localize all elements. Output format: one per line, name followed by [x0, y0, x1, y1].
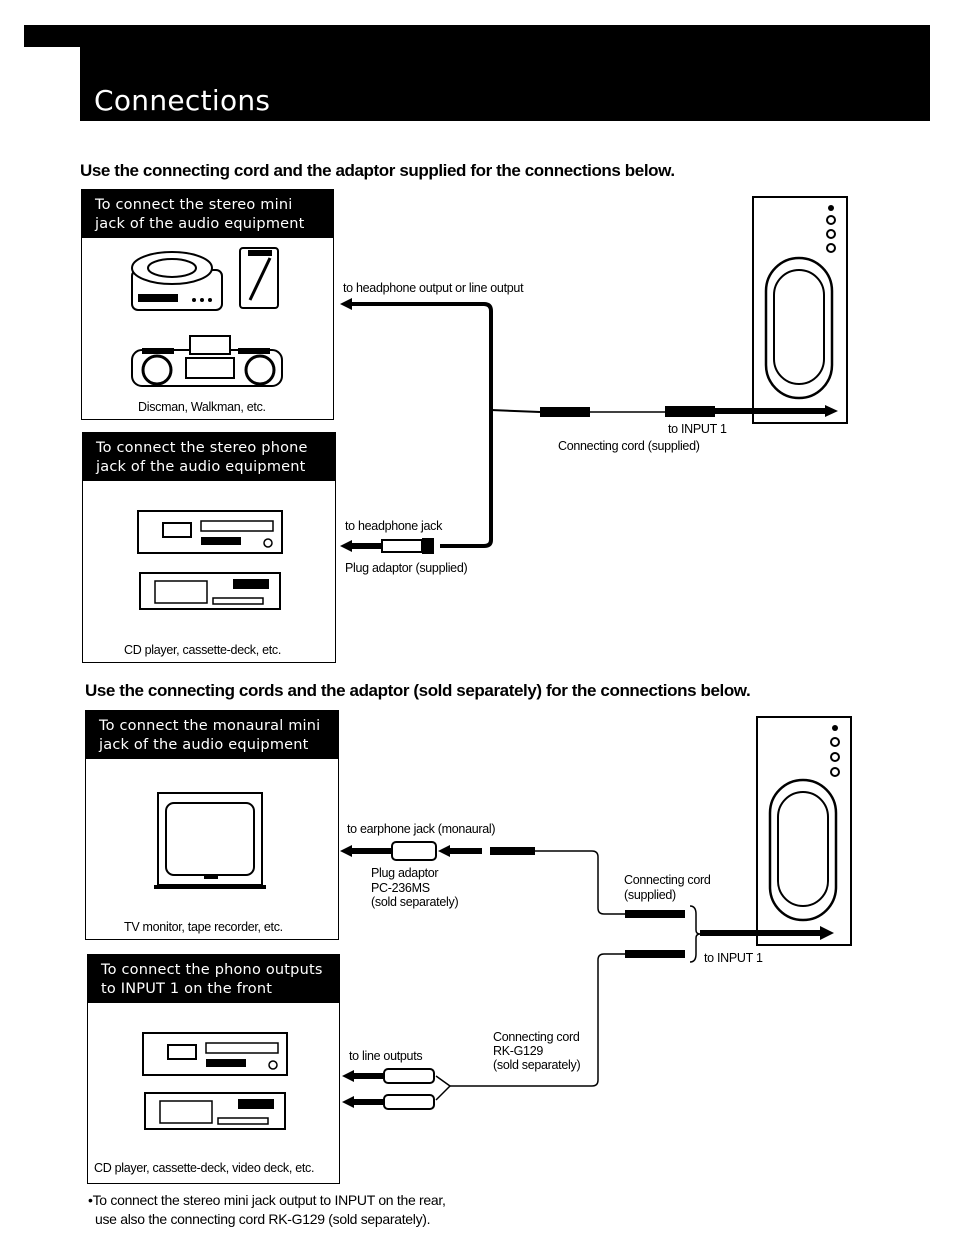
speaker-illustration: [752, 196, 848, 424]
speaker-front-2: [756, 716, 852, 946]
label-cord-supplied: (supplied): [624, 888, 676, 902]
label-rk-cord: Connecting cord: [493, 1030, 580, 1044]
label-rk-sold: (sold separately): [493, 1058, 581, 1072]
section1-title: Use the connecting cord and the adaptor …: [80, 161, 675, 180]
section2-title: Use the connecting cords and the adaptor…: [85, 681, 751, 700]
panel-monaural-mini: To connect the monaural mini jack of the…: [85, 710, 339, 940]
speaker-illustration: [756, 716, 852, 946]
panel-heading: To connect the stereo phone jack of the …: [83, 433, 335, 481]
label-headphone-output: to headphone output or line output: [343, 281, 524, 295]
panel-heading: To connect the monaural mini jack of the…: [86, 711, 338, 759]
label-plug-adaptor: Plug adaptor (supplied): [345, 561, 468, 575]
label-input1: to INPUT 1: [668, 422, 727, 436]
panel-caption: TV monitor, tape recorder, etc.: [124, 920, 283, 934]
label-line-outputs: to line outputs: [349, 1049, 423, 1063]
panel-caption: CD player, cassette-deck, video deck, et…: [94, 1161, 315, 1175]
header-tab: [24, 25, 84, 47]
panel-stereo-mini: To connect the stereo mini jack of the a…: [81, 189, 334, 420]
discman-walkman-illustration: [131, 247, 283, 387]
label-cord: Connecting cord: [624, 873, 711, 887]
label-cord-supplied: Connecting cord (supplied): [558, 439, 700, 453]
cd-cassette-video-illustration: [142, 1032, 288, 1130]
panel-phono-outputs: To connect the phono outputs to INPUT 1 …: [87, 954, 340, 1184]
label-headphone-jack: to headphone jack: [345, 519, 443, 533]
header-bar: [80, 25, 930, 121]
label-plug-adaptor: Plug adaptor: [371, 866, 439, 880]
panel-caption: Discman, Walkman, etc.: [138, 400, 266, 414]
panel-stereo-phone: To connect the stereo phone jack of the …: [82, 432, 336, 663]
footnote-line2: use also the connecting cord RK-G129 (so…: [95, 1211, 431, 1227]
label-rk-model: RK-G129: [493, 1044, 544, 1058]
panel-heading: To connect the phono outputs to INPUT 1 …: [88, 955, 339, 1003]
panel-heading: To connect the stereo mini jack of the a…: [82, 190, 333, 238]
label-plug-model: PC-236MS: [371, 881, 430, 895]
label-earphone-jack: to earphone jack (monaural): [347, 822, 496, 836]
label-input1: to INPUT 1: [704, 951, 763, 965]
panel-caption: CD player, cassette-deck, etc.: [124, 643, 282, 657]
footnote-line1: •To connect the stereo mini jack output …: [88, 1192, 446, 1208]
speaker-front: [752, 196, 848, 424]
tv-monitor-illustration: [154, 792, 266, 889]
cd-cassette-illustration: [137, 510, 283, 610]
page-title: Connections: [94, 84, 271, 117]
label-plug-sold: (sold separately): [371, 895, 459, 909]
